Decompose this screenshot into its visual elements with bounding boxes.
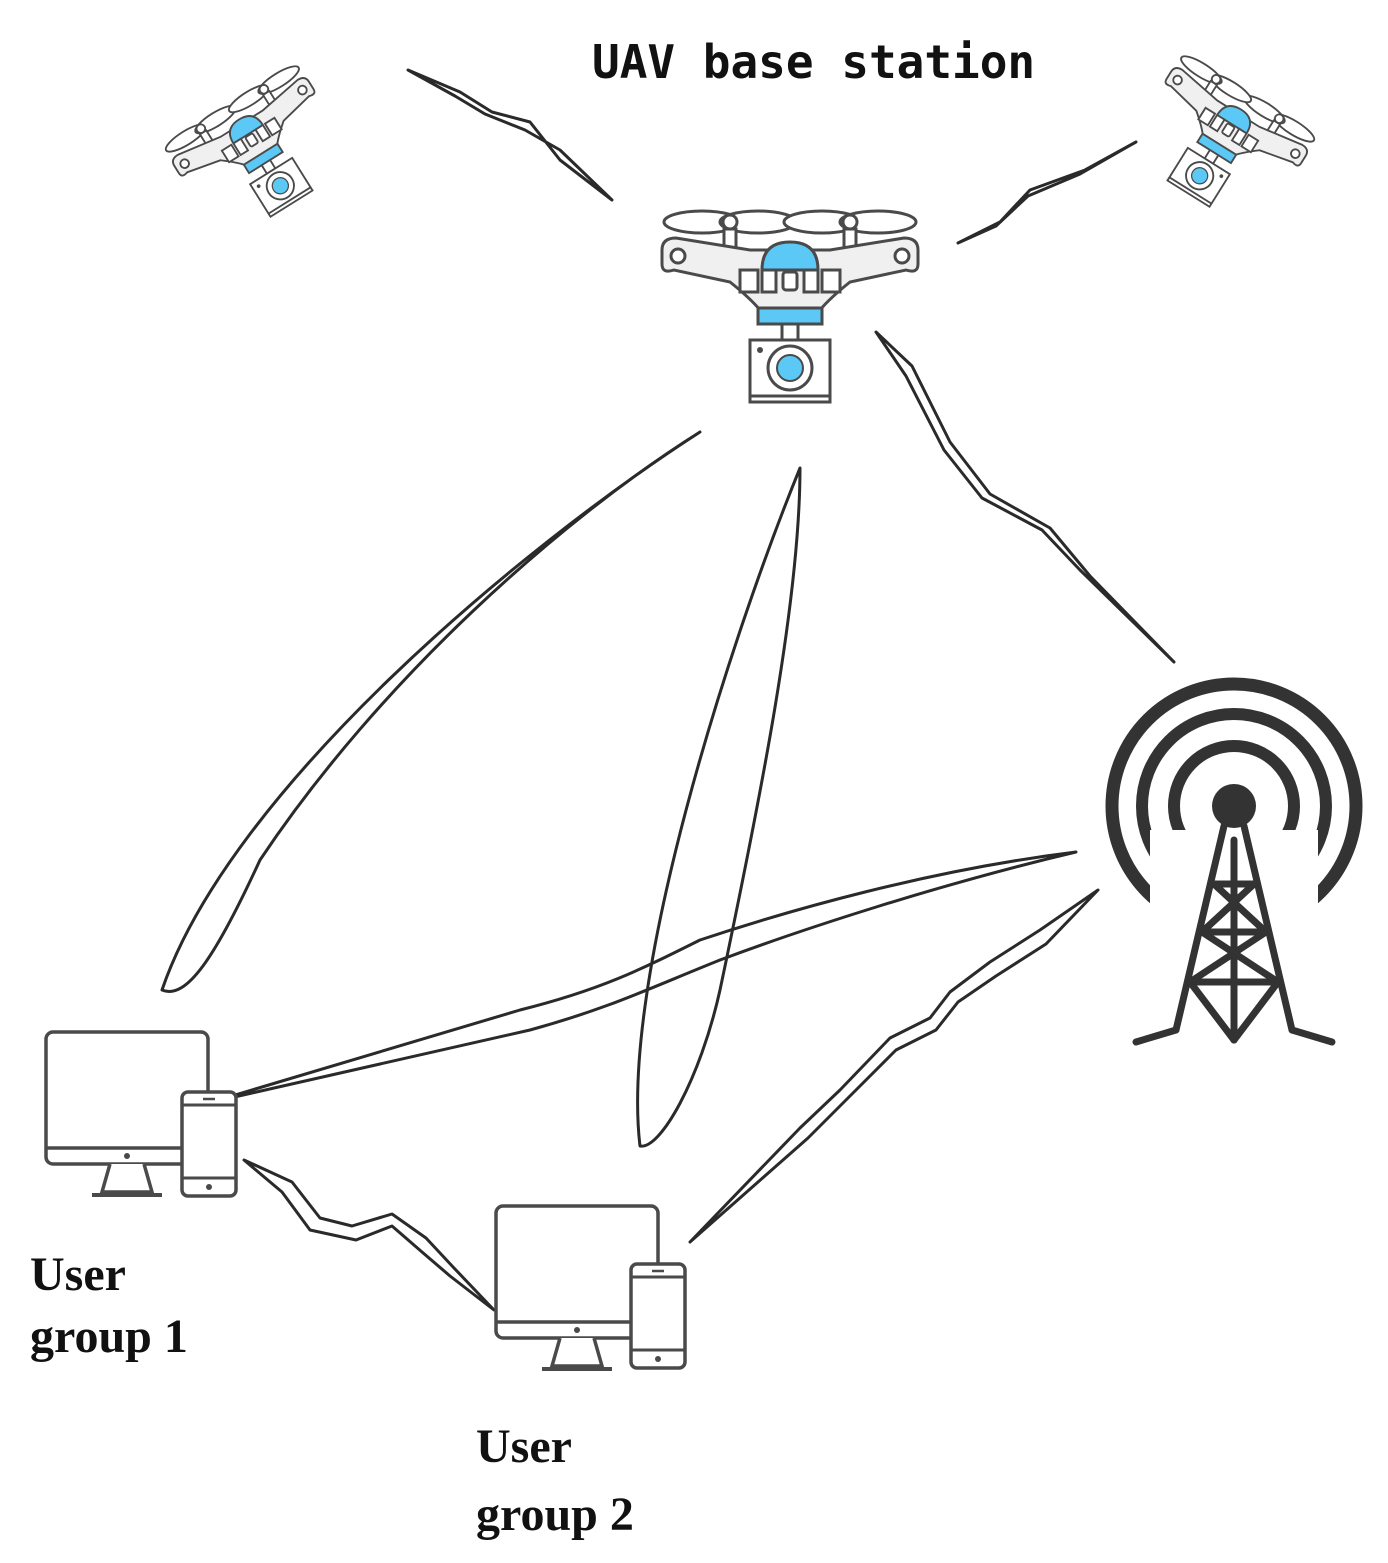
- link-tower-to-group1-upper: [203, 850, 1078, 1106]
- link-center-to-tower: [874, 330, 1176, 664]
- link-right-drone-to-center: [956, 140, 1138, 245]
- drone-icon-right: [1120, 50, 1320, 237]
- user-group-2-label: User group 2: [476, 1420, 634, 1541]
- link-tower-to-group2: [688, 888, 1100, 1244]
- user-group-1-label: User group 1: [30, 1248, 188, 1363]
- smartphone-icon: [180, 1090, 238, 1198]
- user-group-2-devices: [494, 1204, 687, 1371]
- smartphone-icon: [629, 1262, 687, 1370]
- uav-base-station-label: UAV base station: [592, 35, 1035, 89]
- drone-icon-left: [160, 60, 360, 247]
- user-group-2-line2: group 2: [476, 1488, 634, 1541]
- user-group-1-line1: User: [30, 1248, 126, 1301]
- user-group-1-line2: group 1: [30, 1310, 188, 1363]
- link-left-drone-to-center: [406, 68, 614, 202]
- drone-icon-center: [660, 209, 920, 404]
- link-center-to-group1: [160, 430, 702, 993]
- user-group-1-devices: [44, 1030, 238, 1198]
- cell-tower-icon: [1105, 677, 1363, 1050]
- link-group1-to-group2: [242, 1158, 496, 1312]
- user-group-2-line1: User: [476, 1420, 572, 1473]
- link-center-to-group2: [636, 466, 802, 1148]
